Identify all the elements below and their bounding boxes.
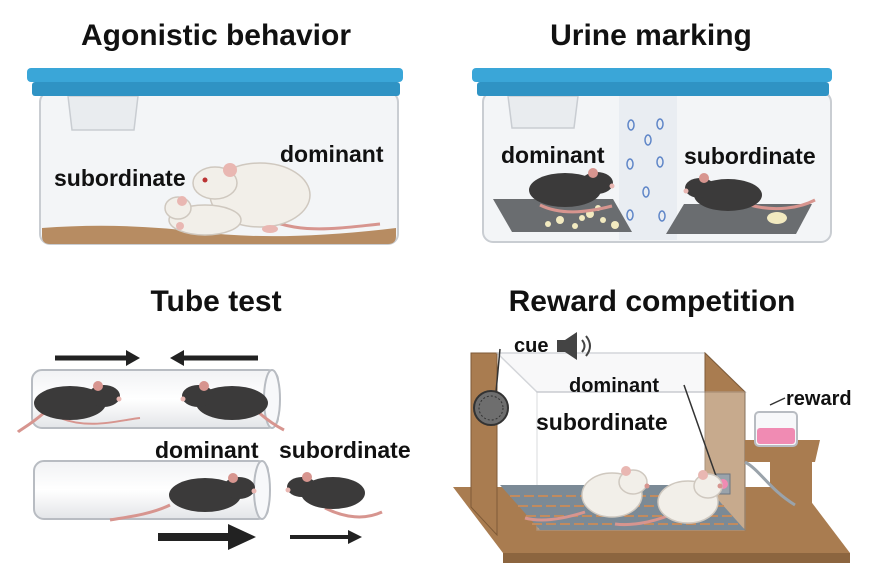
urine-subordinate-label: subordinate [684, 143, 816, 169]
urine-title: Urine marking [550, 19, 752, 52]
dominant-leader-line [683, 384, 717, 477]
black-mouse-dominant-urine [529, 168, 615, 214]
reward-beaker [754, 411, 798, 447]
agonistic-subordinate-label: subordinate [54, 165, 186, 191]
reward-subordinate-label: subordinate [536, 409, 668, 435]
urine-panel: Urine marking [472, 19, 832, 243]
urine-drops [626, 118, 666, 222]
white-mouse-reward-subordinate [524, 466, 650, 522]
black-mouse-tube-top-right [180, 381, 285, 432]
speaker-icon [557, 332, 591, 360]
cue-leader-line [495, 348, 501, 393]
urine-right-tray [666, 204, 812, 234]
reward-table [744, 440, 820, 522]
tube-top-arrows [55, 350, 258, 366]
black-mouse-subordinate-urine [683, 173, 816, 211]
reward-leader-line [769, 397, 786, 406]
white-mouse-subordinate [164, 196, 242, 236]
black-mouse-tube-dominant [109, 473, 257, 522]
speaker-grille [473, 390, 509, 426]
reward-title: Reward competition [509, 285, 796, 318]
tube-title: Tube test [150, 285, 281, 318]
agonistic-dominant-label: dominant [280, 141, 384, 167]
tube-subordinate-label: subordinate [279, 437, 411, 463]
reward-panel: Reward competition [453, 285, 852, 563]
black-mouse-tube-top-left [16, 381, 141, 434]
agonistic-title: Agonistic behavior [81, 19, 351, 52]
agonistic-panel: Agonistic behavior subordinate dominant [27, 19, 403, 245]
reward-reward-label: reward [786, 388, 852, 410]
tube-panel: Tube test [16, 285, 411, 550]
urine-dominant-label: dominant [501, 142, 605, 168]
urine-left-tray [493, 199, 632, 232]
white-mouse-reward-dominant [614, 470, 723, 527]
reward-cue-label: cue [514, 335, 548, 357]
tube-dominant-label: dominant [155, 437, 259, 463]
black-mouse-tube-subordinate [285, 472, 383, 519]
reward-dominant-label: dominant [569, 375, 659, 397]
tube-bottom-arrows [158, 524, 362, 550]
